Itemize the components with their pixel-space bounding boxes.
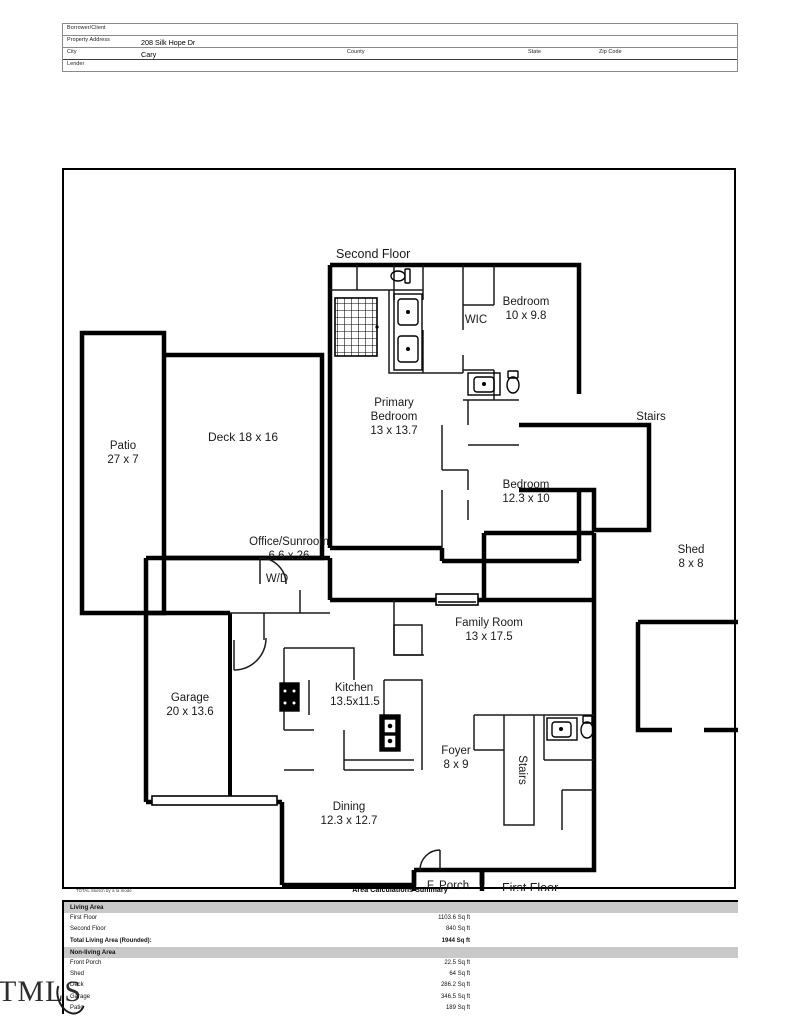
row-label: Total Living Area (Rounded):: [70, 937, 152, 944]
row-amount: 840 Sq ft: [445, 926, 470, 933]
label-patio-name: Patio: [110, 440, 136, 452]
property-address-row: Property Address 208 Silk Hope Dr: [63, 36, 737, 48]
label-bedroom2-name: Bedroom: [503, 479, 550, 491]
label-dining-dims: 12.3 x 12.7: [321, 815, 378, 827]
label-stairs-second: Stairs: [636, 411, 666, 423]
summary-title: Area Calculations Summary: [352, 886, 448, 894]
section-heading-non-living-area: Non-living Area: [64, 946, 738, 958]
label-office-dims: 6.6 x 26: [269, 550, 310, 562]
sketch-frame: Second Floor First Floor Patio 27 x 7 De…: [62, 168, 738, 891]
summary-header: TOTAL Sketch by a la mode Area Calculati…: [62, 884, 738, 902]
row-label: Second Floor: [70, 926, 106, 933]
row-label: Garage: [70, 993, 91, 1000]
city-value: Cary: [141, 50, 157, 60]
label-deck: Deck 18 x 16: [208, 430, 278, 444]
row-label: Shed: [70, 971, 85, 978]
lender-label: Lender: [67, 61, 85, 67]
floor-plan-drawing: Second Floor First Floor Patio 27 x 7 De…: [79, 247, 738, 891]
kitchen-appliances: [279, 682, 401, 752]
label-wic: WIC: [465, 314, 487, 326]
label-shed-dims: 8 x 8: [679, 558, 704, 570]
front-porch-door: [419, 849, 441, 871]
section-heading-living-area: Living Area: [64, 902, 738, 914]
city-county-state-zip-row: City Cary County State Zip Code: [63, 48, 737, 60]
summary-row-second-floor: Second Floor 840 Sq ft: [64, 924, 738, 935]
label-laundry: W/D: [266, 573, 288, 585]
row-label: Front Porch: [70, 959, 102, 966]
lender-row: Lender: [63, 60, 737, 71]
row-label: First Floor: [70, 915, 97, 922]
summary-row-patio: Patio 189 Sq ft: [64, 1003, 738, 1014]
area-calculations-summary: TOTAL Sketch by a la mode Area Calculati…: [62, 884, 738, 1014]
label-first-floor: First Floor: [502, 881, 558, 891]
label-kitchen-name: Kitchen: [335, 682, 373, 694]
row-amount: 1103.6 Sq ft: [438, 915, 470, 922]
label-stairs-first: Stairs: [516, 755, 528, 785]
property-address-label: Property Address: [67, 37, 110, 43]
section-label: Living Area: [70, 904, 104, 911]
label-primary-line1: Primary: [374, 397, 414, 409]
patio-deck-walls: [79, 330, 325, 616]
summary-row-garage: Garage 346.5 Sq ft: [64, 992, 738, 1003]
row-amount: 1944 Sq ft: [441, 937, 470, 944]
borrower-client-row: Borrower/Client: [63, 24, 737, 36]
label-office-name: Office/Sunroom: [249, 536, 329, 548]
summary-body: Living Area First Floor 1103.6 Sq ft Sec…: [62, 902, 738, 1014]
second-floor-walls: [327, 262, 652, 564]
label-bedroom1-dims: 10 x 9.8: [506, 310, 547, 322]
summary-row-front-porch: Front Porch 22.5 Sq ft: [64, 958, 738, 969]
summary-row-deck: Deck 286.2 Sq ft: [64, 980, 738, 991]
summary-row-first-floor: First Floor 1103.6 Sq ft: [64, 913, 738, 924]
row-label: Deck: [70, 982, 84, 989]
deck-outline: [164, 352, 325, 561]
label-primary-line2: Bedroom: [371, 411, 418, 423]
shed-outline: [635, 619, 738, 733]
label-family-name: Family Room: [455, 617, 523, 629]
state-label: State: [528, 49, 542, 55]
garage-door: [151, 795, 278, 806]
row-amount: 189 Sq ft: [445, 1004, 470, 1011]
property-address-value: 208 Silk Hope Dr: [141, 38, 196, 48]
section-label: Non-living Area: [70, 948, 116, 956]
label-garage-name: Garage: [171, 692, 209, 704]
second-floor-fixtures: [334, 268, 520, 396]
borrower-client-label: Borrower/Client: [67, 25, 106, 31]
second-floor-partitions: [330, 265, 519, 548]
patio-outline: [79, 330, 167, 616]
row-amount: 286.2 Sq ft: [440, 982, 470, 989]
label-bedroom2-dims: 12.3 x 10: [502, 493, 549, 505]
summary-row-total-living-area: Total Living Area (Rounded): 1944 Sq ft: [64, 936, 738, 947]
property-identification-table: Borrower/Client Property Address 208 Sil…: [62, 23, 738, 72]
row-label: Patio: [70, 1004, 84, 1011]
label-dining-name: Dining: [333, 801, 366, 813]
label-shed-name: Shed: [678, 544, 705, 556]
row-amount: 22.5 Sq ft: [444, 959, 470, 966]
label-bedroom1-name: Bedroom: [503, 296, 550, 308]
first-floor-bath-fixtures: [546, 715, 594, 741]
label-second-floor: Second Floor: [336, 247, 410, 261]
label-kitchen-dims: 13.5x11.5: [330, 696, 380, 708]
row-amount: 64 Sq ft: [449, 971, 470, 978]
city-label: City: [67, 49, 77, 55]
label-patio-dims: 27 x 7: [107, 454, 138, 466]
sketch-credit: TOTAL Sketch by a la mode: [76, 888, 132, 893]
label-foyer-name: Foyer: [441, 745, 471, 757]
row-amount: 346.5 Sq ft: [440, 993, 470, 1000]
label-garage-dims: 20 x 13.6: [166, 706, 213, 718]
floor-plan-labels: Second Floor First Floor Patio 27 x 7 De…: [107, 247, 704, 891]
front-porch-outline: [411, 870, 485, 891]
zip-code-label: Zip Code: [599, 49, 622, 55]
label-front-porch: F. Porch: [427, 880, 469, 891]
label-family-dims: 13 x 17.5: [465, 631, 512, 643]
summary-row-shed: Shed 64 Sq ft: [64, 969, 738, 980]
sliding-door: [435, 593, 479, 606]
label-foyer-dims: 8 x 9: [444, 759, 469, 771]
county-label: County: [347, 49, 365, 55]
label-primary-dims: 13 x 13.7: [370, 425, 417, 437]
